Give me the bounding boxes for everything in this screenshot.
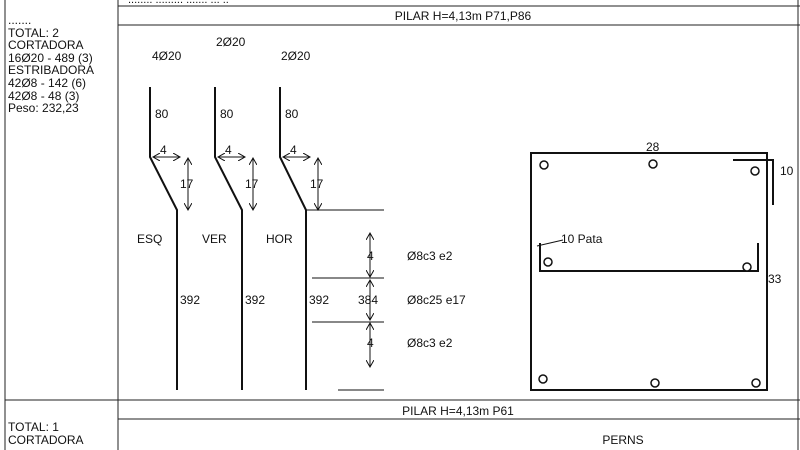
zone-mid-label: Ø8c25 e17 [407,293,466,307]
sidebar-line: 16Ø20 - 489 (3) [8,50,93,65]
section-pata-label: 10 Pata [561,232,603,246]
zone-bot-dim: 4 [367,336,374,350]
rebar-circle [538,374,548,384]
bar-bend-v: 17 [180,177,194,191]
stirrup-zones: 4 384 4 Ø8c3 e2 Ø8c25 e17 Ø8c3 e2 [306,209,466,391]
stirrup-hook [733,159,774,205]
bar-count: 2Ø20 [216,35,246,49]
sidebar-line: TOTAL: 2 [8,25,59,40]
sidebar-line: 42Ø8 - 48 (3) [8,88,80,103]
sidebar-dots: ....... [8,13,32,27]
bar-shape [214,87,243,390]
rebar-circle [650,378,660,388]
rebar-circle [751,378,761,388]
rebar-circle [539,160,549,170]
bar-shape [279,87,307,390]
bar-length: 392 [180,293,200,307]
stirrup-outline [530,152,768,391]
bar-hook-dim: 80 [220,107,234,121]
bar-shape [149,87,178,390]
zone-mid-dim: 384 [358,293,378,307]
sidebar-summary-bottom: TOTAL: 1 CORTADORA [8,421,84,446]
bar-direction: VER [202,232,227,246]
zone-top-dim: 4 [367,249,374,263]
bar-direction: HOR [266,232,293,246]
bar-hook-dim: 80 [155,107,169,121]
sidebar-line: Peso: 232,23 [8,101,79,116]
bar-bend-v: 17 [310,177,324,191]
rebar-circle [543,257,553,267]
section-width-dim: 28 [646,140,660,154]
tie-with-legs [539,243,759,272]
section-hook-dim: 10 [780,164,794,178]
bar-count: 2Ø20 [281,49,311,63]
bar-bend-v: 17 [245,177,259,191]
zone-top-label: Ø8c3 e2 [407,249,453,263]
bar-diagram-esq: 4Ø20 80 4 17 ESQ 392 [137,49,200,390]
bar-length: 392 [245,293,265,307]
bar-diagram-ver: 2Ø20 80 4 17 VER 392 [202,35,265,390]
section-height-dim: 33 [768,272,782,286]
bar-hook-dim: 80 [285,107,299,121]
bar-bend-h: 4 [290,143,297,157]
perns-label: PERNS [602,433,643,447]
sidebar-summary-top: ....... TOTAL: 2 CORTADORA 16Ø20 - 489 (… [8,14,94,115]
bar-count: 4Ø20 [152,49,182,63]
rebar-circle [648,159,658,169]
sidebar-line: TOTAL: 1 [8,420,59,434]
bar-length: 392 [309,293,329,307]
sidebar-line: ESTRIBADORA [8,63,95,78]
bar-bend-h: 4 [225,143,232,157]
column-cross-section: 28 10 33 10 Pata [530,140,794,391]
bar-diagram-hor: 2Ø20 80 4 17 HOR 392 [266,49,329,390]
sidebar-line: CORTADORA [8,432,84,447]
section2-title: PILAR H=4,13m P61 [402,404,514,418]
bar-bend-h: 4 [160,143,167,157]
table-grid [4,0,800,450]
rebar-circle [742,262,752,272]
section1-title: PILAR H=4,13m P71,P86 [395,9,532,23]
pata-leader [536,239,564,247]
zone-bot-label: Ø8c3 e2 [407,336,453,350]
sidebar-line: 42Ø8 - 142 (6) [8,75,87,90]
rebar-circle [750,166,760,176]
top-cut-text: ........ ......... ....... ... .. [128,0,229,6]
bar-direction: ESQ [137,232,162,246]
sidebar-line: CORTADORA [8,38,84,53]
